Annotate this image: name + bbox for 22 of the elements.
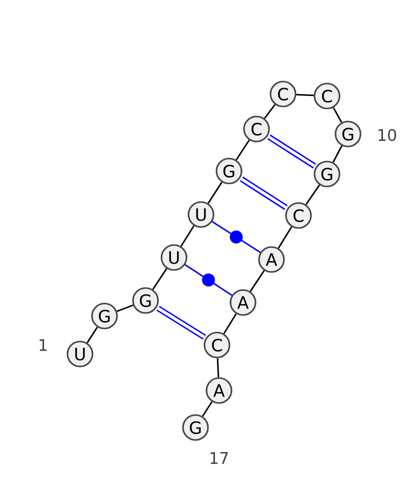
backbone-line [116,304,134,312]
backbone-line [278,226,292,249]
backbone-line [332,145,342,163]
base-pair-line [267,134,316,168]
backbone-line [208,182,222,204]
backbone-line [223,313,237,334]
backbone-line [152,268,168,290]
position-number: 10 [378,128,396,142]
position-number: 17 [210,452,228,464]
backbone-line [332,107,342,123]
base-pair-line [156,306,206,340]
backbone-line [180,225,195,247]
backbone-line [296,94,314,96]
backbone-line [305,184,320,205]
backbone-line [264,104,276,119]
backbone-line [216,358,220,378]
backbone-line [86,326,98,344]
backbone-line [250,270,265,292]
backbone-line [236,140,250,160]
backbone-line [202,401,212,417]
base-pair-line [240,176,288,210]
position-number: 1 [40,339,47,351]
